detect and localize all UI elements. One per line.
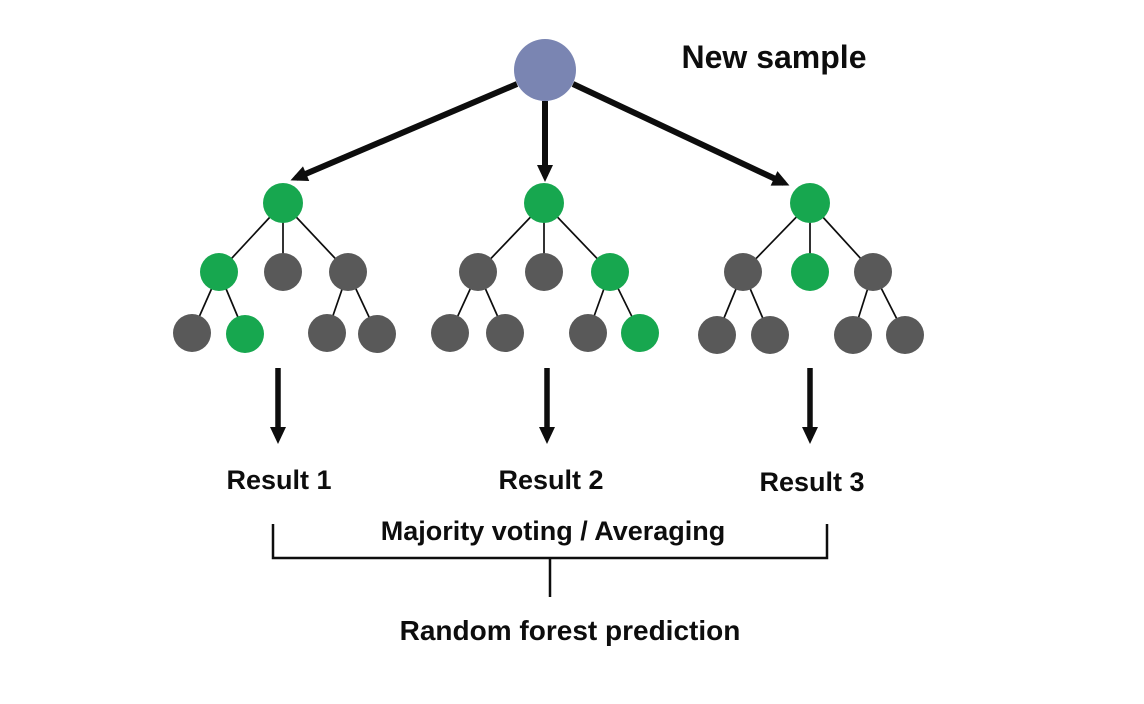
tree-3-leaf-node-0 <box>698 316 736 354</box>
tree-2-root-node <box>524 183 564 223</box>
tree-3-internal-node-2 <box>854 253 892 291</box>
tree-1-leaf-node-0 <box>173 314 211 352</box>
tree-1-internal-node-0 <box>200 253 238 291</box>
random-forest-prediction-label: Random forest prediction <box>400 615 741 646</box>
tree-2-leaf-node-3 <box>621 314 659 352</box>
result-3-label: Result 3 <box>759 467 864 497</box>
tree-1-leaf-node-2 <box>308 314 346 352</box>
sample-to-tree-1-arrow <box>290 81 519 182</box>
tree-1-internal-node-2 <box>329 253 367 291</box>
tree-1-leaf-node-1 <box>226 315 264 353</box>
tree-2-leaf-node-1 <box>486 314 524 352</box>
majority-voting-label: Majority voting / Averaging <box>381 516 726 546</box>
tree-2-internal-node-0 <box>459 253 497 291</box>
tree-1-leaf-node-3 <box>358 315 396 353</box>
new-sample-label: New sample <box>682 39 867 75</box>
tree-3-leaf-node-2 <box>834 316 872 354</box>
tree-3-leaf-node-1 <box>751 316 789 354</box>
tree-2-internal-node-2 <box>591 253 629 291</box>
new-sample-node <box>514 39 576 101</box>
sample-to-tree-3-arrow <box>571 81 790 186</box>
tree-3-root-node <box>790 183 830 223</box>
diagram-geometry <box>173 39 924 597</box>
tree-2-leaf-node-2 <box>569 314 607 352</box>
result-2-label: Result 2 <box>498 465 603 495</box>
tree-3-leaf-node-3 <box>886 316 924 354</box>
tree-1-internal-node-1 <box>264 253 302 291</box>
tree-2-leaf-node-0 <box>431 314 469 352</box>
tree-2-internal-node-1 <box>525 253 563 291</box>
tree-3-internal-node-0 <box>724 253 762 291</box>
result-1-label: Result 1 <box>226 465 331 495</box>
tree-1-root-node <box>263 183 303 223</box>
tree-3-internal-node-1 <box>791 253 829 291</box>
